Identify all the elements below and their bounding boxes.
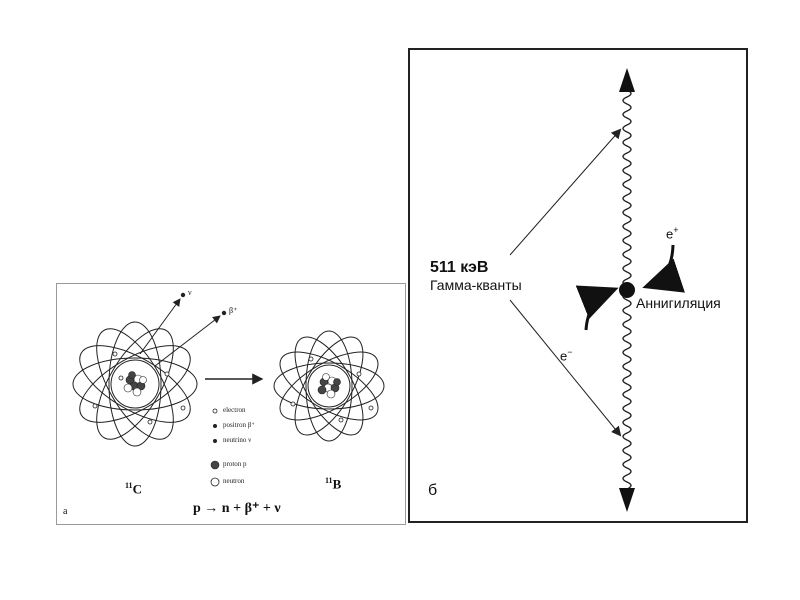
legend-label-neutrino: neutrino ν [223, 436, 252, 444]
positron-e-label: e+ [666, 225, 679, 242]
panel-a-letter: а [63, 506, 68, 517]
gamma-label: Гамма-кванты [430, 277, 522, 293]
neutrino-dot [180, 292, 186, 298]
positron-dot [221, 310, 227, 316]
nucleus-boron-11 [317, 373, 341, 399]
electron-e-label: e− [560, 347, 573, 364]
panel-a-drawing [72, 292, 385, 487]
isotope-label-carbon: 11C [125, 481, 142, 497]
legend-marker-proton [210, 460, 220, 470]
atom-boron-11 [273, 330, 385, 442]
legend-marker-neutrino [213, 439, 217, 443]
panel-b-drawing [509, 68, 686, 512]
energy-label: 511 кэВ [430, 259, 489, 276]
panel-b-annihilation: 511 кэВ Гамма-кванты Аннигиляция e+ e− б [408, 48, 748, 523]
electron-arrow [575, 285, 619, 331]
positron-arrow [642, 244, 686, 293]
legend-marker-positron [213, 424, 217, 428]
decay-equation: p → n + β⁺ + ν [193, 501, 281, 516]
legend-label-proton: proton p [223, 460, 247, 468]
electrons-boron-11 [290, 356, 374, 423]
legend-marker-neutron [210, 477, 220, 487]
legend-label-neutron: neutron [223, 477, 245, 485]
legend-markers [210, 408, 220, 487]
annihilation-label: Аннигиляция [636, 295, 721, 311]
annihilation-point [619, 282, 635, 298]
legend-label-electron: electron [223, 406, 246, 414]
isotope-label-boron: 11B [325, 476, 342, 492]
neutrino-label: ν [188, 288, 192, 297]
electrons-carbon-11 [92, 351, 186, 425]
panel-b-letter: б [428, 482, 438, 499]
panel-a-beta-decay: ν β⁺ electron positron β⁺ neutrino ν pro… [56, 283, 406, 525]
nucleus-carbon-11 [123, 371, 147, 397]
arrow-down-to-gamma [509, 299, 622, 437]
gamma-arrowhead-down [619, 488, 635, 512]
atom-carbon-11 [72, 292, 227, 447]
legend-marker-electron [212, 408, 218, 414]
legend-label-positron: positron β⁺ [223, 421, 255, 429]
gamma-arrowhead-up [619, 68, 635, 92]
arrow-up-to-gamma [509, 128, 622, 256]
positron-label: β⁺ [229, 306, 238, 315]
